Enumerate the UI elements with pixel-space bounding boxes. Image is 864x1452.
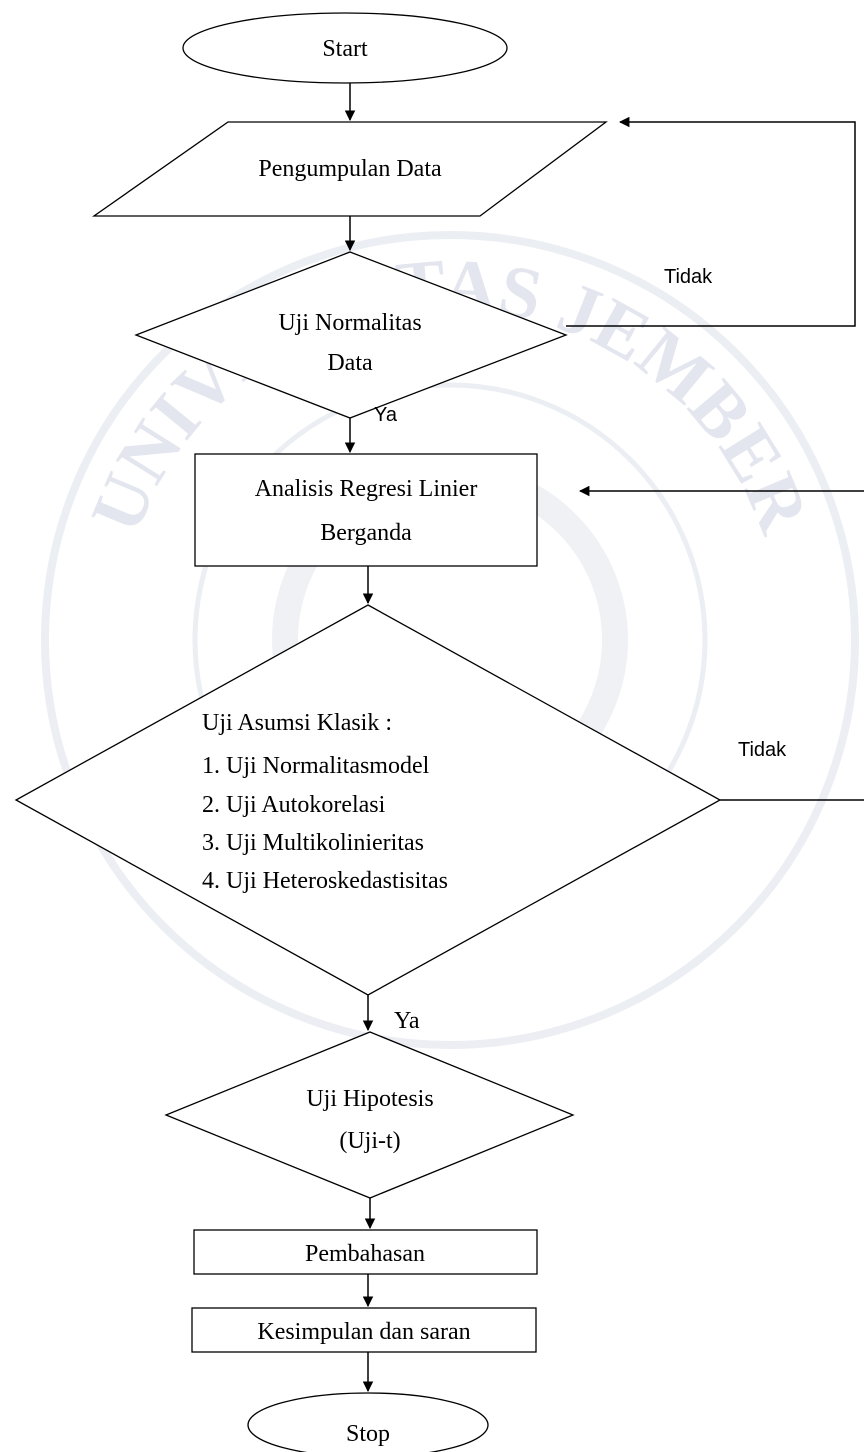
discussion-label: Pembahasan [305,1241,425,1267]
stop-label: Stop [346,1421,390,1447]
normality-no-label: Tidak [664,266,713,288]
assumption-item-heteroskedasticity: 4. Uji Heteroskedastisitas [202,868,448,894]
loop-normality-no-to-data [566,116,856,327]
conclusion-process-box [191,1307,537,1353]
assumption-no-label: Tidak [738,739,787,761]
hypothesis-label-line-2: (Uji-t) [339,1128,400,1154]
assumption-item-multicollinearity: 3. Uji Multikolinieritas [202,830,424,856]
hypothesis-label-line-1: Uji Hipotesis [306,1086,433,1112]
conclusion-label: Kesimpulan dan saran [257,1319,470,1345]
data-collection-parallelogram [91,121,608,217]
assumption-title: Uji Asumsi Klasik : [202,710,392,736]
regression-process-box [194,453,538,567]
normality-label-line-1: Uji Normalitas [278,310,421,336]
regression-label-line-1: Analisis Regresi Linier [255,476,478,502]
normality-yes-label: Ya [374,404,398,426]
assumption-item-normality-model: 1. Uji Normalitasmodel [202,753,430,779]
normality-label-line-2: Data [327,350,373,376]
assumption-item-autocorrelation: 2. Uji Autokorelasi [202,792,386,818]
data-collection-label: Pengumpulan Data [258,156,442,182]
assumption-yes-label: Ya [394,1008,420,1034]
start-label: Start [322,36,368,62]
discussion-process-box [193,1229,538,1275]
stop-terminal [247,1392,489,1452]
regression-label-line-2: Berganda [320,520,412,546]
start-terminal [182,12,508,84]
hypothesis-decision-diamond [164,1031,575,1199]
